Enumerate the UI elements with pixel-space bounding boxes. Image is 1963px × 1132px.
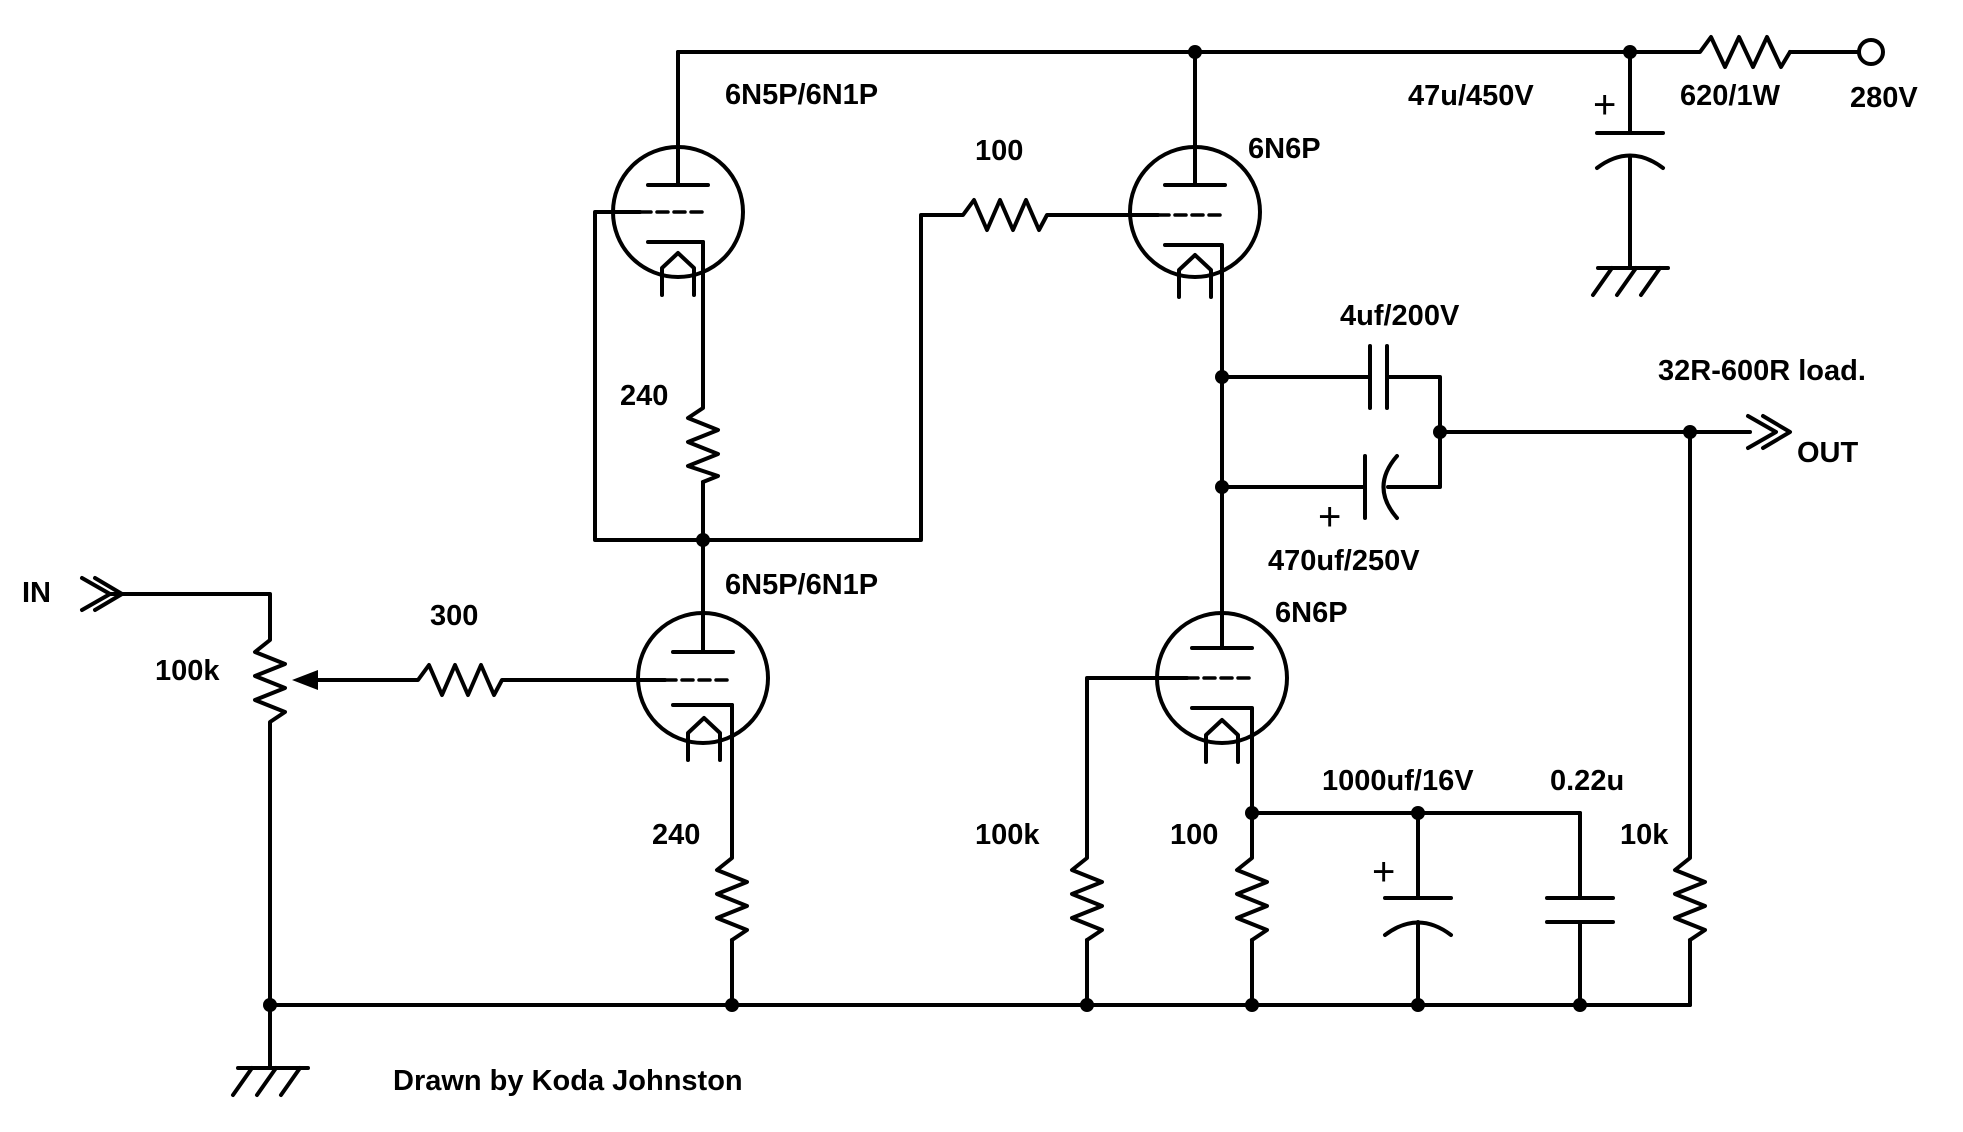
resistor-cathode-100 [1235, 846, 1269, 942]
output-connector-icon [1746, 414, 1792, 450]
input-connector-icon [80, 576, 124, 612]
junction-dot [1623, 45, 1637, 59]
tube-envelope [1128, 145, 1262, 279]
triode-top-right [1128, 145, 1262, 299]
capacitors [1363, 131, 1665, 937]
supply-terminal-icon [1857, 38, 1885, 66]
capacitor-bypass-1000uf [1383, 896, 1453, 937]
cap-curved-plate [1595, 153, 1665, 170]
triode-top-left [611, 145, 745, 297]
capacitor-supply-47u [1595, 131, 1665, 170]
label-r-input: 300 [430, 600, 478, 632]
label-r-cathode-bottom-left: 240 [652, 819, 700, 851]
junction-dot [1215, 480, 1229, 494]
junction-dot [1215, 370, 1229, 384]
ground-icon [1591, 266, 1670, 297]
polarity-plus-470uf: + [1318, 495, 1341, 539]
resistor-cathode-240-top [686, 396, 720, 484]
resistors [408, 35, 1792, 942]
tube-heater [1177, 253, 1213, 299]
capacitor-out-4uf [1368, 344, 1389, 410]
label-tube-bottom-left: 6N5P/6N1P [725, 569, 878, 601]
connectors [80, 38, 1885, 612]
junction-dot [1245, 806, 1259, 820]
label-credit: Drawn by Koda Johnston [393, 1065, 743, 1097]
cap-curved-plate [1383, 920, 1453, 937]
junction-dot [1683, 425, 1697, 439]
label-r-cathode-top-left: 240 [620, 380, 668, 412]
label-c-out-electrolytic: 470uf/250V [1268, 545, 1420, 577]
junction-dot [725, 998, 739, 1012]
tube-heater [1204, 718, 1240, 764]
tube-cathode [1190, 706, 1254, 747]
cap-curved-plate [1381, 454, 1399, 520]
wire-grid-loop [593, 210, 957, 542]
tube-envelope [611, 145, 745, 279]
label-r-grid-top: 100 [975, 135, 1023, 167]
tube-heater [686, 716, 722, 762]
junction-dot [1245, 998, 1259, 1012]
label-pot-input: 100k [155, 655, 220, 687]
junction-dot [1573, 998, 1587, 1012]
resistor-supply-620 [1688, 35, 1792, 69]
label-tube-top-left: 6N5P/6N1P [725, 79, 878, 111]
junction-dot [696, 533, 710, 547]
tube-heater [660, 251, 696, 297]
ground-symbols [231, 266, 1670, 1097]
label-r-load: 10k [1620, 819, 1669, 851]
resistor-grid-leak-100k [1070, 846, 1104, 942]
label-out: OUT [1797, 437, 1859, 469]
pot-wiper-arrow-icon [292, 670, 318, 690]
label-r-supply: 620/1W [1680, 80, 1781, 112]
junctions [263, 45, 1697, 1012]
junction-dot [1080, 998, 1094, 1012]
capacitor-bypass-0-22u [1545, 896, 1615, 924]
junction-dot [1411, 998, 1425, 1012]
tube-cathode [1163, 243, 1224, 280]
wire-in [108, 592, 272, 632]
capacitor-out-470uf [1363, 454, 1399, 520]
potentiometer-100k [253, 628, 318, 732]
label-c-bypass-film: 0.22u [1550, 765, 1624, 797]
polarity-plus-1000uf: + [1372, 850, 1395, 894]
resistor-cathode-240-bottom [715, 846, 749, 942]
resistor-load-10k [1673, 846, 1707, 942]
junction-dot [1188, 45, 1202, 59]
triode-bottom-right [1155, 610, 1289, 764]
wire-out-cap-top-right [1385, 375, 1442, 489]
junction-dot [263, 998, 277, 1012]
tube-envelope [636, 611, 770, 745]
tube-envelope [1155, 611, 1289, 745]
polarity-plus-supply: + [1593, 83, 1616, 127]
label-c-out-film: 4uf/200V [1340, 300, 1460, 332]
label-load-note: 32R-600R load. [1658, 355, 1866, 387]
label-r-cathode-bottom-right: 100 [1170, 819, 1218, 851]
label-tube-top-right: 6N6P [1248, 133, 1321, 165]
label-c-bypass-electrolytic: 1000uf/16V [1322, 765, 1474, 797]
wires [108, 50, 1860, 1070]
junction-dot [1433, 425, 1447, 439]
label-tube-bottom-right: 6N6P [1275, 597, 1348, 629]
labels: 6N5P/6N1P 6N5P/6N1P 6N6P 6N6P 100 240 30… [22, 79, 1918, 1097]
tubes [611, 145, 1289, 764]
wire-bottom-right-grid [1085, 676, 1189, 850]
pot-body [253, 628, 287, 732]
resistor-grid-100 [953, 198, 1057, 232]
ground-icon [231, 1066, 310, 1097]
tube-cathode [646, 240, 705, 280]
label-in: IN [22, 577, 51, 609]
triode-bottom-left [636, 610, 770, 762]
resistor-input-300 [408, 663, 512, 697]
label-supply-voltage: 280V [1850, 82, 1918, 114]
label-c-supply: 47u/450V [1408, 80, 1534, 112]
junction-dot [1411, 806, 1425, 820]
label-r-grid-leak: 100k [975, 819, 1040, 851]
